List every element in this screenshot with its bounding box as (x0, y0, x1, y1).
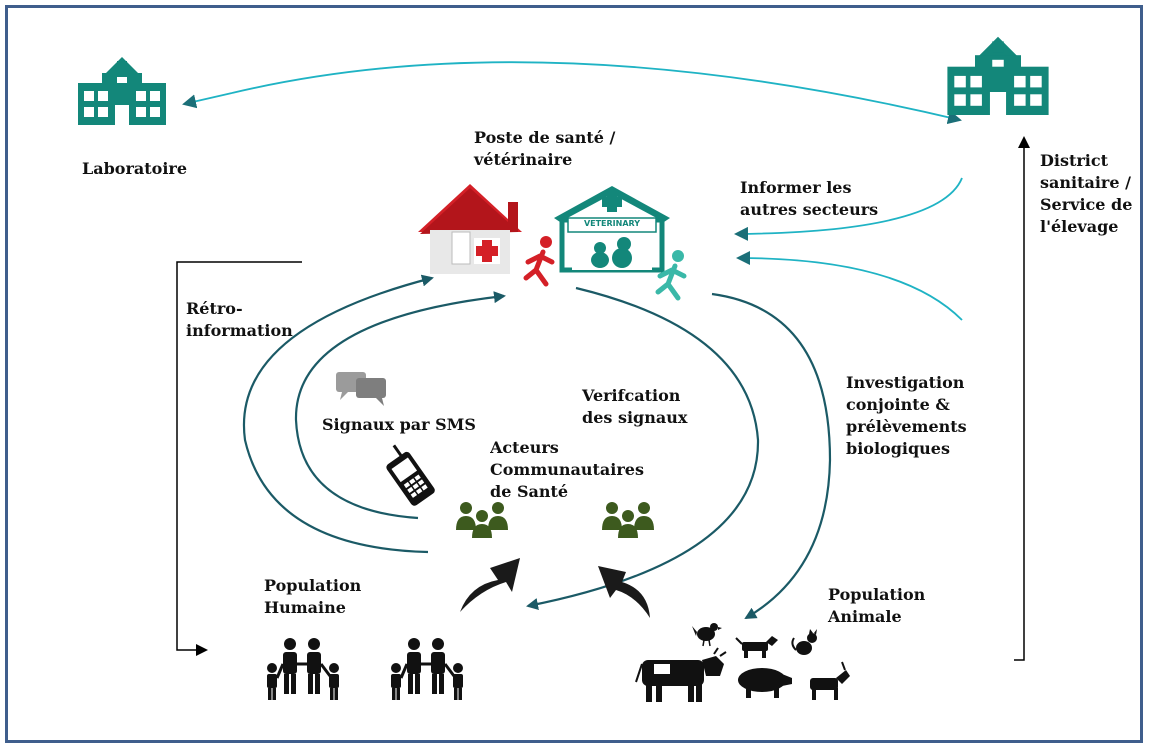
pig-icon (738, 668, 792, 698)
arrow-inner-loop (294, 291, 506, 520)
sms-chat-bubbles-icon (336, 372, 386, 406)
arrow-investigation (711, 292, 832, 620)
population-animale-label: Population Animale (828, 585, 926, 626)
arrow-informer (734, 177, 963, 241)
arrow-district-to-lab (231, 61, 962, 125)
arrow-verification (526, 286, 760, 610)
cat-icon (791, 629, 817, 655)
thick-arrow-animal (598, 566, 650, 618)
sms-label: Signaux par SMS (322, 415, 476, 434)
family-icon (267, 638, 339, 700)
laboratory-building-icon (78, 57, 166, 125)
chicken-icon (692, 623, 722, 647)
district-label: District sanitaire / Service de l'élevag… (1040, 151, 1133, 236)
thick-arrow-human (460, 558, 520, 612)
community-group-icon (456, 502, 508, 538)
vet-clinic-icon (554, 186, 670, 273)
health-post-house-icon (418, 184, 522, 274)
laboratoire-label: Laboratoire (82, 159, 188, 178)
population-humaine-label: Population Humaine (264, 576, 362, 617)
arrow-outer-loop (242, 274, 434, 554)
acteurs-label: Acteurs Communautaires de Santé (490, 438, 644, 497)
informer-label: Informer les autres secteurs (740, 178, 879, 219)
community-group-icon (602, 502, 654, 538)
family-icon (391, 638, 463, 700)
diagram-frame (5, 5, 1143, 743)
arrow-up-district (1014, 136, 1030, 661)
investigation-label: Investigation conjointe & prélèvements b… (846, 373, 967, 458)
district-building-icon (947, 36, 1049, 115)
arrow-investigation-return (736, 251, 963, 321)
goat-icon (810, 661, 850, 700)
mobile-phone-icon (386, 444, 435, 506)
runner-teal-icon (655, 250, 687, 301)
verification-label: Verifcation des signaux (582, 386, 688, 427)
runner-red-icon (523, 236, 555, 287)
cow-icon (635, 647, 727, 702)
arrows (176, 61, 1030, 661)
dog-icon (735, 636, 778, 658)
retro-label: Rétro- information (186, 299, 293, 340)
livestock-icon (635, 623, 850, 702)
poste-label: Poste de santé / vétérinaire (474, 128, 616, 169)
arrow-retro (176, 261, 302, 656)
vet-clinic-sign: VETERINARY (584, 219, 640, 228)
